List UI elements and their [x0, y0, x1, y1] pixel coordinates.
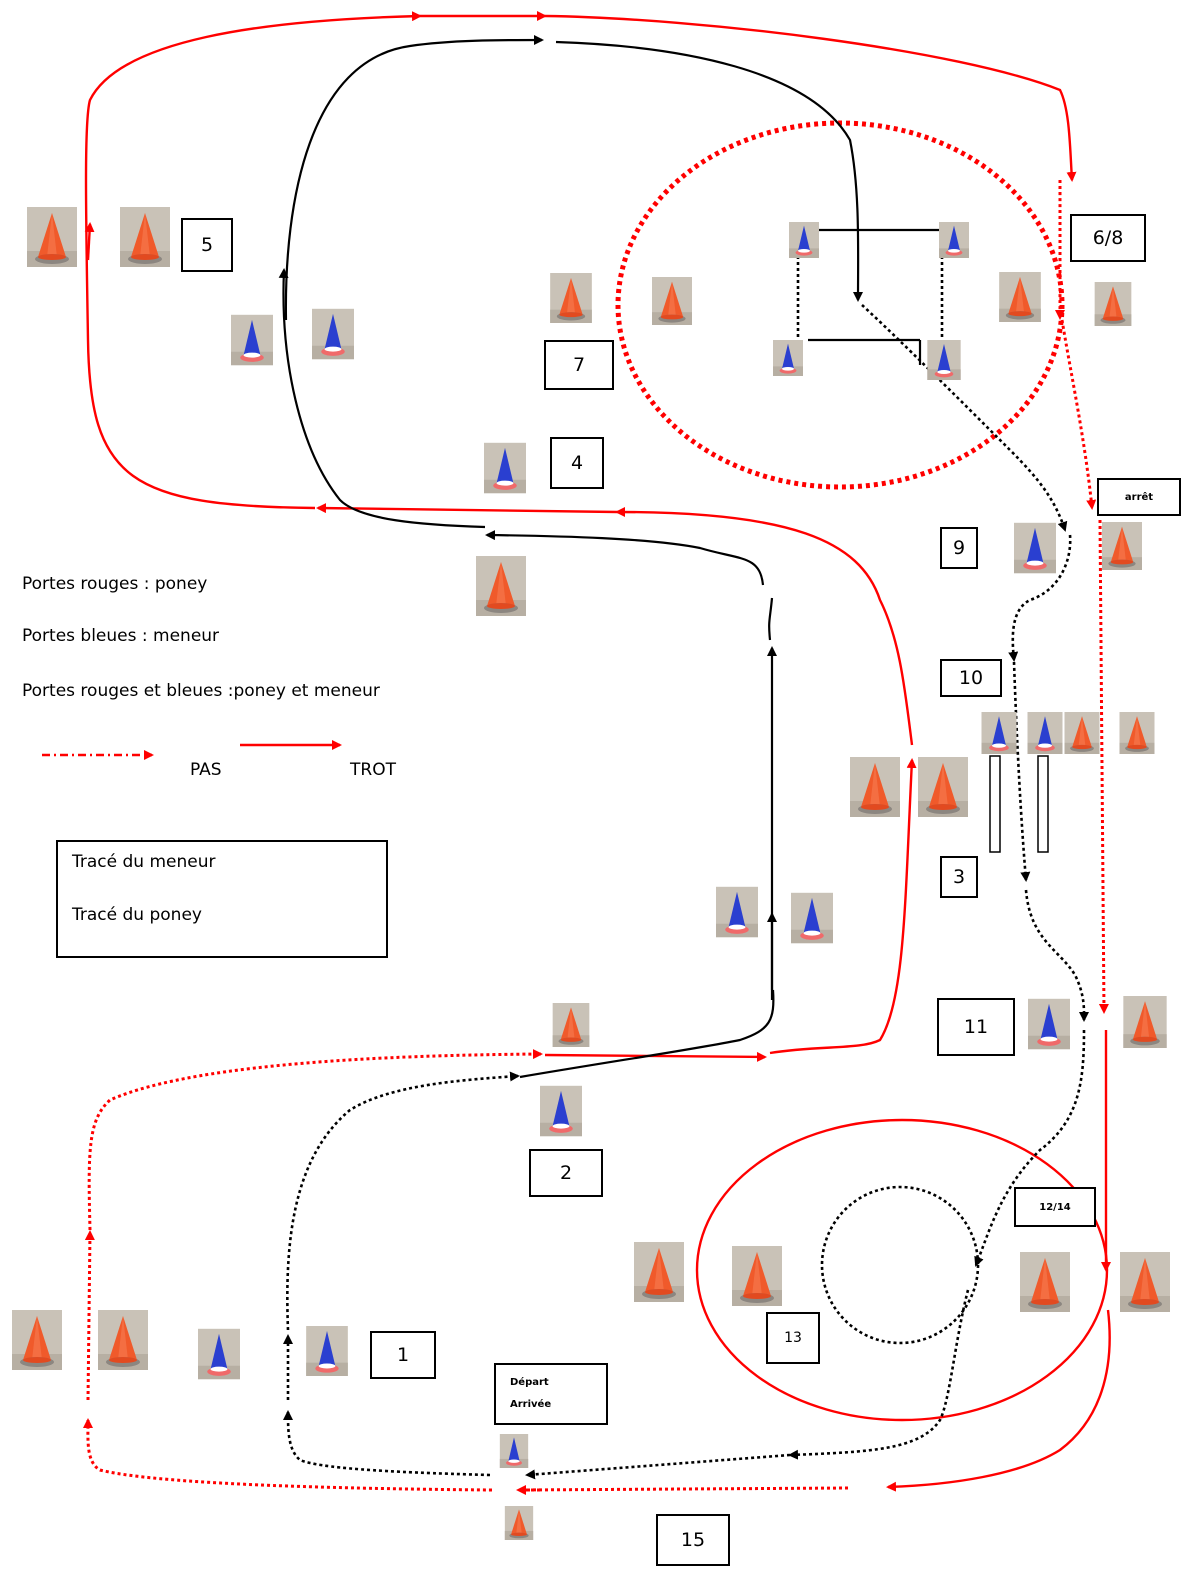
pony-walk-path — [82, 120, 1109, 1495]
driver-walk-path — [283, 250, 1090, 1480]
finish-label: Arrivée — [510, 1399, 552, 1410]
blue-cone-icon — [1028, 998, 1070, 1050]
obstacle-13-label: 13 — [766, 1312, 820, 1364]
wall-obstacle-3 — [989, 755, 1049, 853]
blue-cone-icon — [198, 1328, 240, 1380]
obstacle-2-label: 2 — [529, 1149, 603, 1197]
legend-trot: TROT — [350, 760, 396, 780]
blue-cone-icon — [231, 314, 273, 366]
blue-cone-icon — [773, 340, 803, 376]
red-cone-icon — [27, 207, 77, 267]
legend-blue-gates: Portes bleues : meneur — [22, 626, 220, 646]
obstacle-7-label: 7 — [544, 340, 614, 390]
red-cone-icon — [476, 556, 526, 616]
red-cone-icon — [12, 1310, 62, 1370]
blue-cone-icon — [716, 886, 758, 938]
red-cone-icon — [504, 1506, 534, 1540]
blue-cone-icon — [981, 712, 1017, 754]
legend-pony-path: Tracé du poney — [72, 905, 202, 925]
red-cone-icon — [652, 277, 692, 325]
obstacle-3-label: 3 — [940, 856, 978, 898]
red-cone-icon — [120, 207, 170, 267]
red-cone-icon — [634, 1242, 684, 1302]
legend-driver-path: Tracé du meneur — [72, 852, 216, 872]
red-cone-icon — [999, 272, 1041, 322]
obstacle-6-8-label: 6/8 — [1070, 214, 1146, 262]
red-cone-icon — [1094, 282, 1132, 326]
red-cone-icon — [850, 757, 900, 817]
blue-cone-icon — [306, 1326, 348, 1376]
obstacle-4-label: 4 — [550, 437, 604, 489]
obstacle-1-label: 1 — [370, 1331, 436, 1379]
red-cone-icon — [1120, 1252, 1170, 1312]
blue-cone-icon — [789, 222, 819, 258]
red-cone-icon — [1064, 712, 1100, 754]
blue-cone-icon — [939, 222, 969, 258]
start-label: Départ — [510, 1377, 549, 1388]
blue-cone-icon — [540, 1085, 582, 1137]
red-cone-icon — [98, 1310, 148, 1370]
pony-path — [84, 11, 1111, 1492]
red-cone-icon — [1119, 712, 1155, 754]
blue-cone-icon — [1014, 522, 1056, 574]
red-cone-icon — [1020, 1252, 1070, 1312]
legend-walk: PAS — [190, 760, 222, 780]
red-cone-icon — [1102, 522, 1142, 570]
blue-cone-icon — [484, 442, 526, 494]
blue-cone-icon — [927, 340, 961, 380]
start-finish-label: Départ Arrivée — [494, 1363, 608, 1425]
stop-label: arrêt — [1097, 478, 1181, 516]
obstacle-11-label: 11 — [937, 998, 1015, 1056]
blue-cone-icon — [499, 1434, 529, 1468]
obstacle-12-14-label: 12/14 — [1014, 1187, 1096, 1227]
obstacle-15-label: 15 — [656, 1514, 730, 1566]
red-cone-icon — [552, 1003, 590, 1047]
red-cone-icon — [918, 757, 968, 817]
blue-cone-icon — [1027, 712, 1063, 754]
legend-red-gates: Portes rouges : poney — [22, 574, 208, 594]
blue-cone-icon — [791, 892, 833, 944]
blue-cone-icon — [312, 308, 354, 360]
legend-both-gates: Portes rouges et bleues :poney et meneur — [22, 681, 380, 701]
obstacle-5-label: 5 — [181, 218, 233, 272]
red-cone-icon — [550, 273, 592, 323]
red-cone-icon — [1123, 996, 1167, 1048]
red-cone-icon — [732, 1246, 782, 1306]
obstacle-9-label: 9 — [940, 527, 978, 569]
driver-path — [278, 35, 945, 1079]
obstacle-10-label: 10 — [940, 659, 1002, 697]
legend-box — [56, 840, 388, 958]
